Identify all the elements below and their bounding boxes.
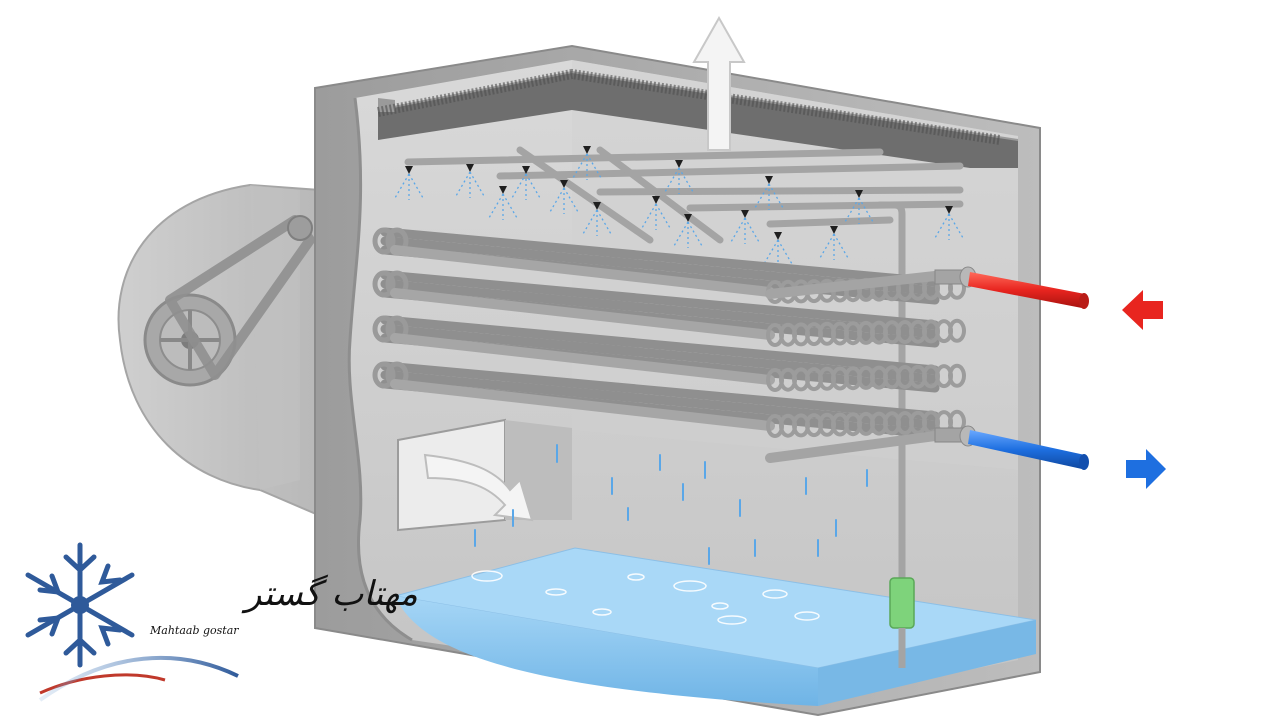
coil-bank [372, 227, 966, 463]
spray-nozzles [394, 146, 964, 266]
coil-header-tube [765, 431, 940, 463]
logo-name-fa: مهتاب گستر [241, 574, 418, 614]
left-arrow-icon [1122, 290, 1163, 330]
logo-wave-red [39, 673, 166, 695]
cold-refrigerant-pipe [968, 430, 1089, 470]
water-drops [474, 444, 868, 577]
snowflake-icon [25, 542, 135, 668]
hot-refrigerant-pipe [968, 272, 1089, 309]
up-arrow-icon [692, 15, 746, 151]
water-basin [394, 547, 1037, 706]
company-logo: مهتاب گستر Mahtaab gostar [25, 542, 418, 702]
spray-headers [404, 146, 964, 674]
logo-name-en: Mahtaab gostar [149, 624, 239, 637]
coil-layer [372, 270, 966, 348]
right-arrow-icon [1126, 449, 1166, 489]
coil-layer [372, 315, 966, 393]
logo-wave-blue [38, 655, 239, 702]
pump-riser [889, 577, 915, 668]
coil-layer [372, 361, 966, 439]
drive-belt [165, 215, 315, 380]
drift-eliminator [377, 68, 1019, 168]
coil-header-tube [765, 271, 940, 299]
